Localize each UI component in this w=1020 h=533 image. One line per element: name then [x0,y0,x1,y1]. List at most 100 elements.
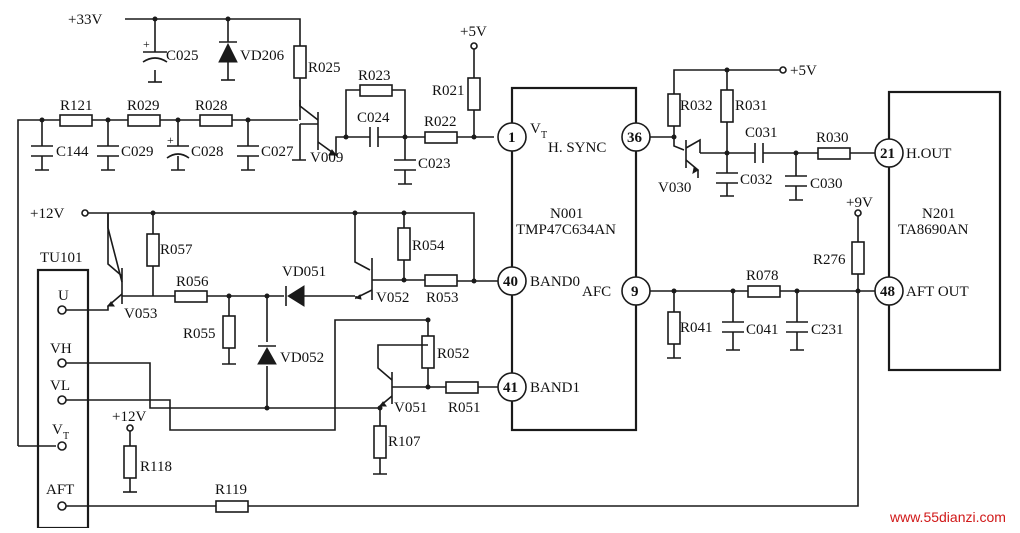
polarity-mark: + [143,37,150,51]
label-r031: R031 [735,98,768,114]
resistor-r023 [359,84,393,97]
label-r021: R021 [432,83,465,99]
wire-12v-rail [88,212,498,282]
cap-c041 [722,291,744,351]
wire-33v-rail [125,18,301,120]
junction [401,277,407,283]
resistor-r121 [59,114,93,127]
wire-r041 [667,291,681,359]
label-r053: R053 [426,290,459,306]
label-v052: V052 [376,290,409,306]
label-5v-top: +5V [460,24,487,40]
cap-c025-plate2 [142,57,168,63]
label-c041: C041 [746,322,779,338]
pin-21-number: 21 [880,146,895,162]
label-r022: R022 [424,114,457,130]
label-c032: C032 [740,172,773,188]
resistor-r276 [851,241,865,275]
pin-36-number: 36 [627,130,643,146]
pin-48-circle [874,276,904,306]
junction [425,384,431,390]
pin-band1-label: BAND1 [530,380,580,396]
label-c031: C031 [745,125,778,141]
label-12v-bottom: +12V [112,409,146,425]
label-12v-left: +12V [30,206,64,222]
pin-9-number: 9 [631,284,639,300]
label-r028: R028 [195,98,228,114]
label-r025: R025 [308,60,341,76]
pin-1-circle [497,122,527,152]
ic-n201-body [887,90,1002,372]
transistor-v009-symbol [292,100,346,161]
cap-c144 [31,117,53,171]
diode-vd052-triangle [257,346,277,365]
transistor-v053-symbol [88,213,175,311]
label-r119: R119 [215,482,247,498]
label-r032: R032 [680,98,713,114]
resistor-r031 [720,89,734,123]
label-r107: R107 [388,434,421,450]
label-r118: R118 [140,459,172,475]
wire-vt-loop [17,119,60,446]
label-c029: C029 [121,144,154,160]
label-c144: C144 [56,144,89,160]
label-33v: +33V [68,12,102,28]
watermark: www.55dianzi.com [889,509,1006,525]
pin-21-circle [874,138,904,168]
diode-vd051-triangle [287,285,305,307]
label-r121: R121 [60,98,93,114]
resistor-r032 [667,93,681,127]
label-r054: R054 [412,238,445,254]
pin-afc-label: AFC [582,284,611,300]
tuner-pin-vt-terminal [57,441,67,451]
pin-hsync-label: H. SYNC [548,140,606,156]
resistor-r057 [146,233,160,267]
wire-r055 [222,296,236,365]
resistor-r041 [667,311,681,345]
resistor-r021 [467,77,481,111]
tuner-pin-vl-terminal [57,395,67,405]
junction [471,278,477,284]
label-vd051: VD051 [282,264,326,280]
label-r041: R041 [680,320,713,336]
cap-c023 [394,137,416,185]
resistor-r119 [215,500,249,513]
cap-c028 [166,117,190,171]
wire-vh [88,362,267,409]
tuner-pin-vh-terminal [57,358,67,368]
label-c025: C025 [166,48,199,64]
tuner-pin-aft-terminal [57,501,67,511]
terminal-9v [854,209,862,217]
resistor-r022 [424,131,458,144]
terminal-12v-bottom [126,424,134,432]
label-c231: C231 [811,322,844,338]
resistor-r030 [817,147,851,160]
label-v030: V030 [658,180,691,196]
label-c024: C024 [357,110,390,126]
transistor-v030-symbol [673,137,701,178]
label-r051: R051 [448,400,481,416]
label-r030: R030 [816,130,849,146]
wire-r023 [345,89,360,137]
tuner-pin-vt-label: V [52,422,63,438]
polarity-mark: + [167,133,174,147]
pin-hout-label: H.OUT [906,146,951,162]
tuner-pin-vt-subscript: T [63,431,69,442]
resistor-r052 [421,335,435,369]
label-v051: V051 [394,400,427,416]
ic-n201-name: N201 [922,206,955,222]
resistor-r051 [445,381,479,394]
diode-vd206-triangle [218,42,238,63]
junction [377,405,383,411]
label-r029: R029 [127,98,160,114]
label-vd206: VD206 [240,48,285,64]
pin-vt-label: V [530,121,541,137]
label-c028: C028 [191,144,224,160]
ic-n001-body [510,86,638,432]
cap-c027 [237,117,259,171]
junction [425,317,431,323]
resistor-r029 [127,114,161,127]
label-r276: R276 [813,252,846,268]
tuner-pin-vh-label: VH [50,341,72,357]
